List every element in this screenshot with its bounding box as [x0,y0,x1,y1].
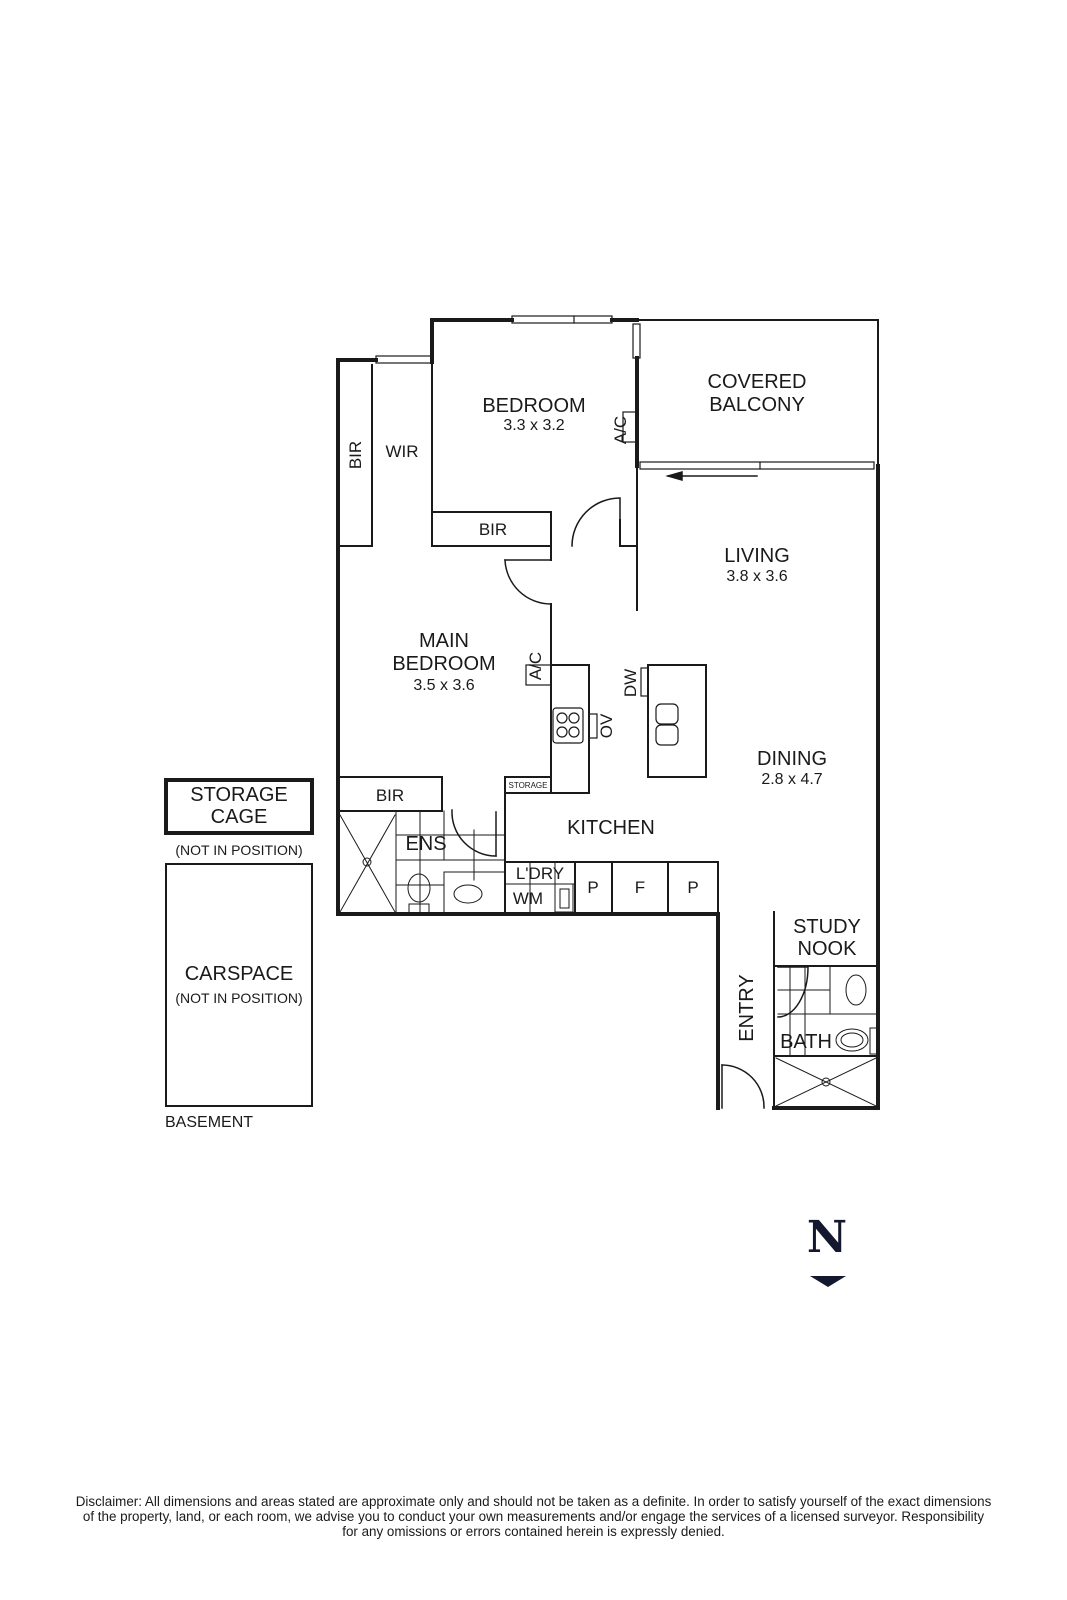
living-label: LIVING [724,545,790,567]
north-compass-letter: N [806,1212,848,1263]
balcony-label-2: BALCONY [709,394,805,416]
bir-wir-label: BIR [346,441,365,469]
doors [451,497,809,1109]
ac-bedroom-label: A/C [611,416,630,444]
dining-dims: 2.8 x 4.7 [761,771,822,788]
ensuite-fixtures [339,810,576,915]
dishwasher-label: DW [621,669,640,697]
main-bedroom-label-1: MAIN [419,630,469,652]
carspace-label: CARSPACE [185,963,294,985]
sliding-door-arrow [665,471,758,481]
bedroom-dims: 3.3 x 3.2 [503,417,564,434]
basement-label: BASEMENT [165,1114,253,1131]
kitchen-fixtures [525,411,679,746]
interior-walls [164,319,879,1109]
laundry-label: L'DRY [516,864,564,883]
storage-cage-label-2: CAGE [211,806,268,828]
pantry-1-label: P [587,878,598,897]
main-bedroom-dims: 3.5 x 3.6 [413,677,474,694]
wir-label: WIR [385,442,418,461]
carspace-note: (NOT IN POSITION) [175,990,302,1006]
study-nook-label-1: STUDY [793,916,861,938]
main-bedroom-label-2: BEDROOM [392,653,495,675]
storage-cage-note: (NOT IN POSITION) [175,842,302,858]
windows [375,315,875,470]
kitchen-label: KITCHEN [567,817,655,839]
dining-label: DINING [757,748,827,770]
bir-bedroom-label: BIR [479,520,507,539]
bedroom-label: BEDROOM [482,395,585,417]
ac-main-label: A/C [526,652,545,680]
storage-label: STORAGE [509,781,548,790]
oven-label: OV [597,713,616,738]
washing-machine-label: WM [513,889,543,908]
disclaimer-line-1: Disclaimer: All dimensions and areas sta… [75,1494,992,1509]
ensuite-label: ENS [405,833,446,855]
storage-cage-label-1: STORAGE [190,784,287,806]
bath-fixtures [775,965,879,1107]
entry-label: ENTRY [736,974,758,1041]
disclaimer-line-3: for any omissions or errors contained he… [342,1524,725,1539]
north-arrow-icon [810,1276,846,1287]
fridge-label: F [635,878,645,897]
pantry-2-label: P [687,878,698,897]
disclaimer-line-2: of the property, land, or each room, we … [82,1509,985,1524]
bir-main-label: BIR [376,786,404,805]
balcony-label-1: COVERED [708,371,807,393]
living-dims: 3.8 x 3.6 [726,568,787,585]
disclaimer: Disclaimer: All dimensions and areas sta… [20,1494,1047,1539]
study-nook-label-2: NOOK [798,938,858,960]
bath-label: BATH [780,1031,832,1053]
